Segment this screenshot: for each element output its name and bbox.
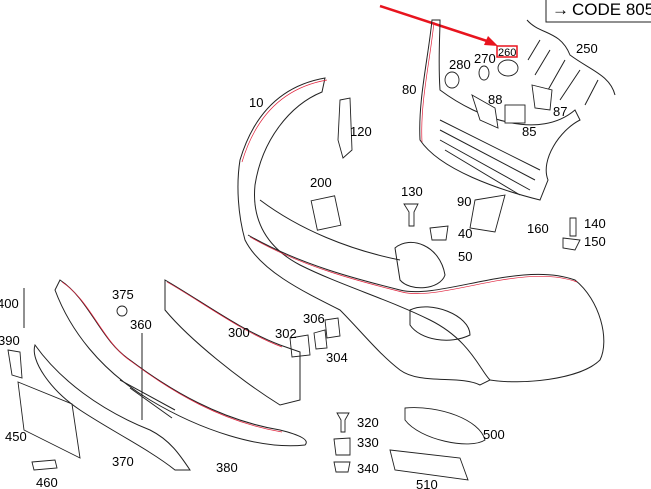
label-250[interactable]: 250 <box>576 41 598 56</box>
bumper-cover-10 <box>237 77 605 386</box>
wiring-harness-250 <box>526 19 616 106</box>
pointer-arrow <box>379 4 498 46</box>
label-500[interactable]: 500 <box>483 427 505 442</box>
label-306[interactable]: 306 <box>303 311 325 326</box>
label-200[interactable]: 200 <box>310 175 332 190</box>
lower-bumper-parts <box>33 279 307 471</box>
label-300[interactable]: 300 <box>228 325 250 340</box>
label-390[interactable]: 390 <box>0 333 20 348</box>
label-510[interactable]: 510 <box>416 477 438 489</box>
label-330[interactable]: 330 <box>357 435 379 450</box>
label-380[interactable]: 380 <box>216 460 238 475</box>
label-140[interactable]: 140 <box>584 216 606 231</box>
label-400[interactable]: 400 <box>0 296 19 311</box>
label-150[interactable]: 150 <box>584 234 606 249</box>
code-text: CODE 805 <box>572 0 651 19</box>
label-460[interactable]: 460 <box>36 475 58 489</box>
label-80[interactable]: 80 <box>402 82 416 97</box>
label-130[interactable]: 130 <box>401 184 423 199</box>
code-arrow: → <box>552 0 569 19</box>
label-450[interactable]: 450 <box>5 429 27 444</box>
grille-80 <box>419 19 581 201</box>
small-parts <box>7 59 581 481</box>
label-85[interactable]: 85 <box>522 124 536 139</box>
label-87[interactable]: 87 <box>553 104 567 119</box>
label-320[interactable]: 320 <box>357 415 379 430</box>
label-120[interactable]: 120 <box>350 124 372 139</box>
label-360[interactable]: 360 <box>130 317 152 332</box>
label-280[interactable]: 280 <box>449 57 471 72</box>
part-labels: 10 120 200 130 90 40 50 160 140 150 80 2… <box>0 41 606 489</box>
label-375[interactable]: 375 <box>112 287 134 302</box>
label-160[interactable]: 160 <box>527 221 549 236</box>
highlight-box <box>496 45 518 58</box>
label-370[interactable]: 370 <box>112 454 134 469</box>
label-50[interactable]: 50 <box>458 249 472 264</box>
label-88[interactable]: 88 <box>488 92 502 107</box>
label-90[interactable]: 90 <box>457 194 471 209</box>
label-40[interactable]: 40 <box>458 226 472 241</box>
label-10[interactable]: 10 <box>249 95 263 110</box>
label-340[interactable]: 340 <box>357 461 379 476</box>
label-260[interactable]: 260 <box>498 47 516 59</box>
label-302[interactable]: 302 <box>275 326 297 341</box>
code-note: → CODE 805 <box>545 0 651 23</box>
label-304[interactable]: 304 <box>326 350 348 365</box>
label-270[interactable]: 270 <box>474 51 496 66</box>
